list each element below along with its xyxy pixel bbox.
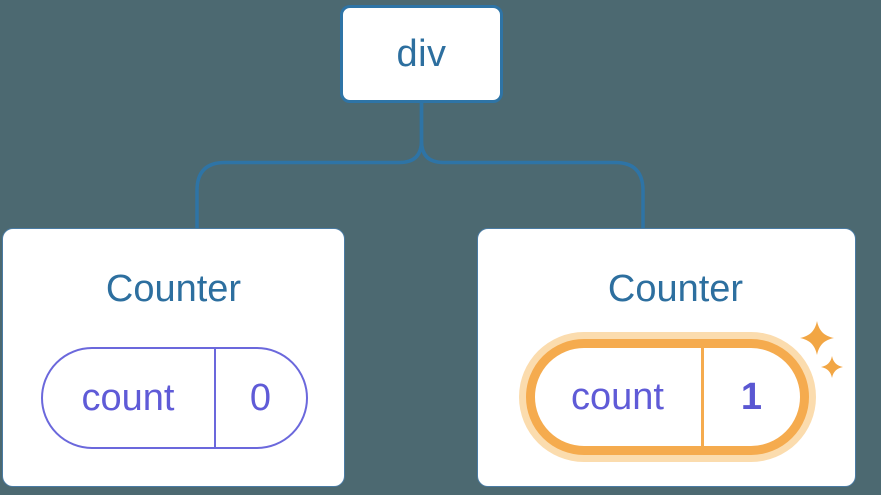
connector-left-branch xyxy=(195,102,424,229)
component-title: Counter xyxy=(607,268,744,310)
root-node-label: div xyxy=(396,32,447,75)
counter-card-right: Counter count 1 xyxy=(477,228,856,487)
state-pill-highlighted: count 1 xyxy=(525,339,809,455)
connector-right-branch xyxy=(419,102,645,229)
component-title: Counter xyxy=(105,268,242,310)
state-value: 1 xyxy=(740,375,763,418)
pill-divider xyxy=(213,349,216,447)
sparkle-icon xyxy=(800,321,834,355)
counter-card-left: Counter count 0 xyxy=(2,228,345,487)
state-key: count xyxy=(571,375,664,418)
state-pill: count 0 xyxy=(40,347,308,449)
state-key: count xyxy=(81,376,175,419)
pill-divider xyxy=(700,348,704,446)
state-value: 0 xyxy=(249,376,272,419)
sparkle-icon xyxy=(821,356,843,378)
root-node-div: div xyxy=(340,5,503,103)
